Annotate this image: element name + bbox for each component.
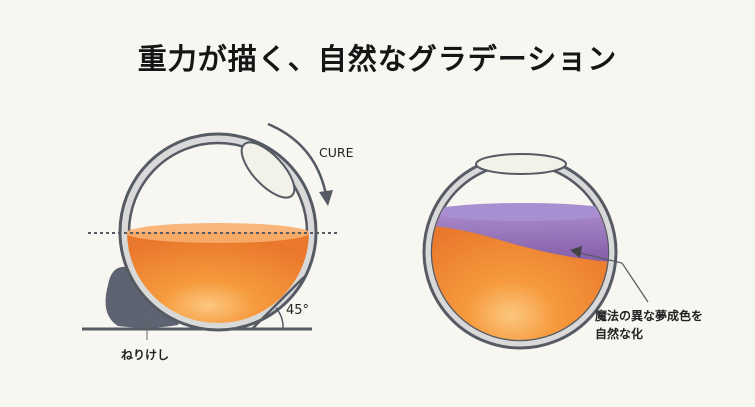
top-opening xyxy=(475,153,567,175)
right-diagram xyxy=(422,153,649,350)
angle-label: 45° xyxy=(286,303,310,318)
rotation-arrow xyxy=(267,122,329,201)
sphere-opening xyxy=(240,141,296,199)
annotation-line-1: 魔法の異な夢成色を xyxy=(595,309,704,323)
page-title: 重力が描く、自然なグラデーション xyxy=(137,42,618,76)
left-diagram xyxy=(82,122,340,340)
annotation-arrow xyxy=(575,251,649,303)
putty-label: ねりけし xyxy=(121,348,170,362)
annotation-line-2: 自然な化 xyxy=(595,327,644,341)
annotation-text: 魔法の異な夢成色を 自然な化 xyxy=(595,307,703,343)
cure-label: CURE xyxy=(319,145,354,160)
